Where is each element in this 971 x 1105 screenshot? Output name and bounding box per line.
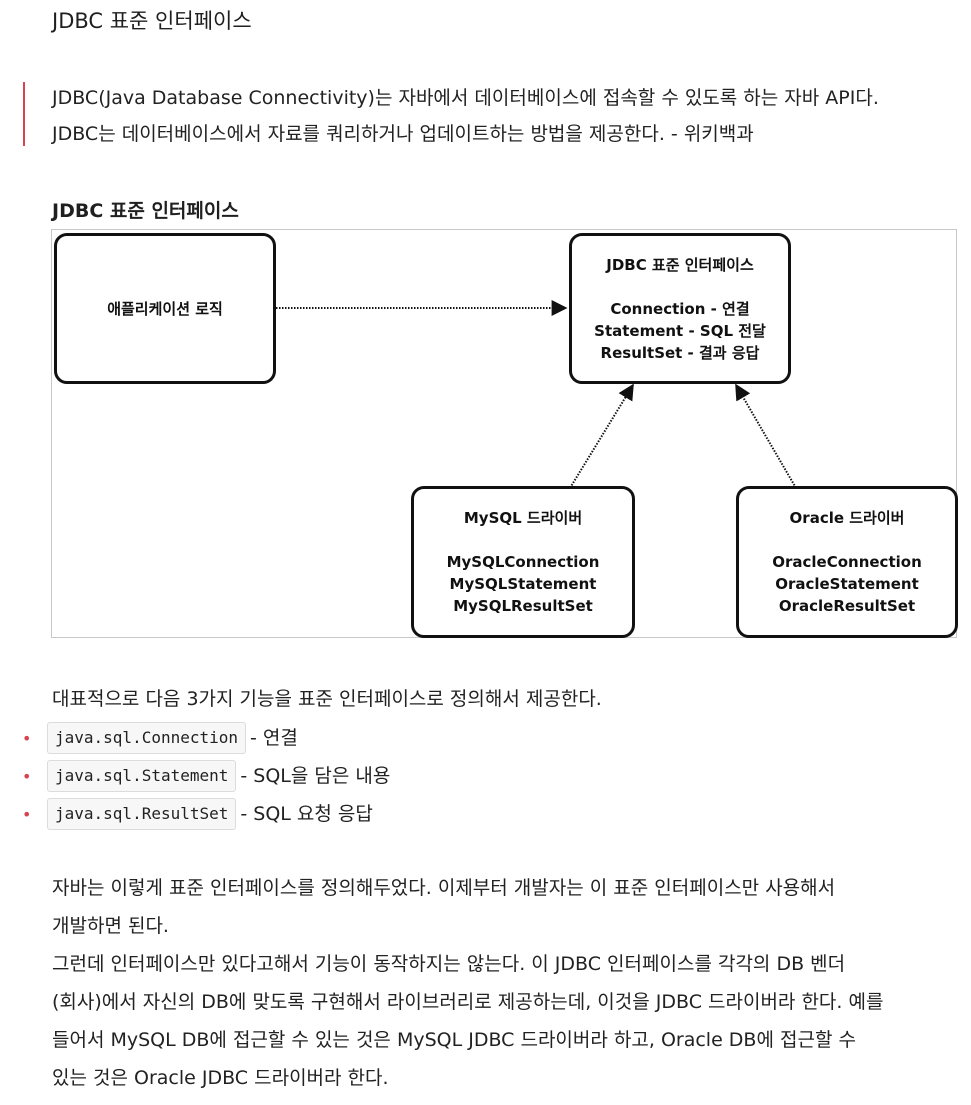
body-line-1: 자바는 이렇게 표준 인터페이스를 정의해두었다. 이제부터 개발자는 이 표준… xyxy=(52,877,836,899)
list-item: java.sql.ResultSet - SQL 요청 응답 xyxy=(47,798,373,830)
jdbc-box-line: Statement - SQL 전달 xyxy=(594,321,766,340)
jdbc-diagram: 애플리케이션 로직 JDBC 표준 인터페이스 Connection - 연결 … xyxy=(51,229,958,638)
bullet-dot: • xyxy=(22,767,32,786)
quote-line-1: JDBC(Java Database Connectivity)는 자바에서 데… xyxy=(52,87,879,109)
intro-paragraph: 대표적으로 다음 3가지 기능을 표준 인터페이스로 정의해서 제공한다. xyxy=(52,688,602,710)
jdbc-box-line: Connection - 연결 xyxy=(610,299,750,318)
jdbc-interface-box: JDBC 표준 인터페이스 Connection - 연결 Statement … xyxy=(569,233,791,384)
mysql-driver-box: MySQL 드라이버 MySQLConnection MySQLStatemen… xyxy=(411,486,635,638)
quote-line-2: JDBC는 데이터베이스에서 자료를 쿼리하거나 업데이트하는 방법을 제공한다… xyxy=(52,123,754,145)
mysql-box-line: MySQLConnection xyxy=(446,553,600,571)
list-item-text: - 연결 xyxy=(250,727,298,749)
list-item: java.sql.Statement - SQL을 담은 내용 xyxy=(47,760,390,792)
list-item: java.sql.Connection - 연결 xyxy=(47,722,298,754)
inline-code: java.sql.Connection xyxy=(47,722,247,754)
blockquote-bar xyxy=(23,82,25,146)
app-logic-box: 애플리케이션 로직 xyxy=(54,233,276,384)
oracle-box-line: OracleResultSet xyxy=(778,597,916,615)
app-logic-label: 애플리케이션 로직 xyxy=(107,299,223,318)
oracle-box-title: Oracle 드라이버 xyxy=(789,509,905,527)
body-line-4: (회사)에서 자신의 DB에 맞도록 구현해서 라이브러리로 제공하는데, 이것… xyxy=(52,991,884,1013)
page-heading: JDBC 표준 인터페이스 xyxy=(52,9,252,33)
inline-code: java.sql.Statement xyxy=(47,760,237,792)
mysql-box-line: MySQLResultSet xyxy=(453,597,593,615)
oracle-box-line: OracleConnection xyxy=(772,553,922,571)
body-line-5: 들어서 MySQL DB에 접근할 수 있는 것은 MySQL JDBC 드라이… xyxy=(52,1029,856,1051)
jdbc-box-line: ResultSet - 결과 응답 xyxy=(600,343,760,362)
body-line-2: 개발하면 된다. xyxy=(52,915,169,937)
list-item-text: - SQL 요청 응답 xyxy=(240,803,373,825)
body-line-6: 있는 것은 Oracle JDBC 드라이버라 한다. xyxy=(52,1067,389,1089)
list-item-text: - SQL을 담은 내용 xyxy=(240,765,391,787)
oracle-driver-box: Oracle 드라이버 OracleConnection OracleState… xyxy=(736,486,958,638)
bullet-dot: • xyxy=(22,729,32,748)
arrow-oracle-to-jdbc xyxy=(735,383,797,489)
figure-title: JDBC 표준 인터페이스 xyxy=(52,200,239,222)
bullet-dot: • xyxy=(22,805,32,824)
oracle-box-line: OracleStatement xyxy=(775,575,919,593)
arrow-mysql-to-jdbc xyxy=(569,383,634,489)
mysql-box-title: MySQL 드라이버 xyxy=(463,509,583,527)
inline-code: java.sql.ResultSet xyxy=(47,798,237,830)
mysql-box-line: MySQLStatement xyxy=(449,575,597,593)
diagram-arrows xyxy=(276,300,797,489)
body-line-3: 그런데 인터페이스만 있다고해서 기능이 동작하지는 않는다. 이 JDBC 인… xyxy=(52,953,846,975)
jdbc-box-title: JDBC 표준 인터페이스 xyxy=(606,255,754,274)
